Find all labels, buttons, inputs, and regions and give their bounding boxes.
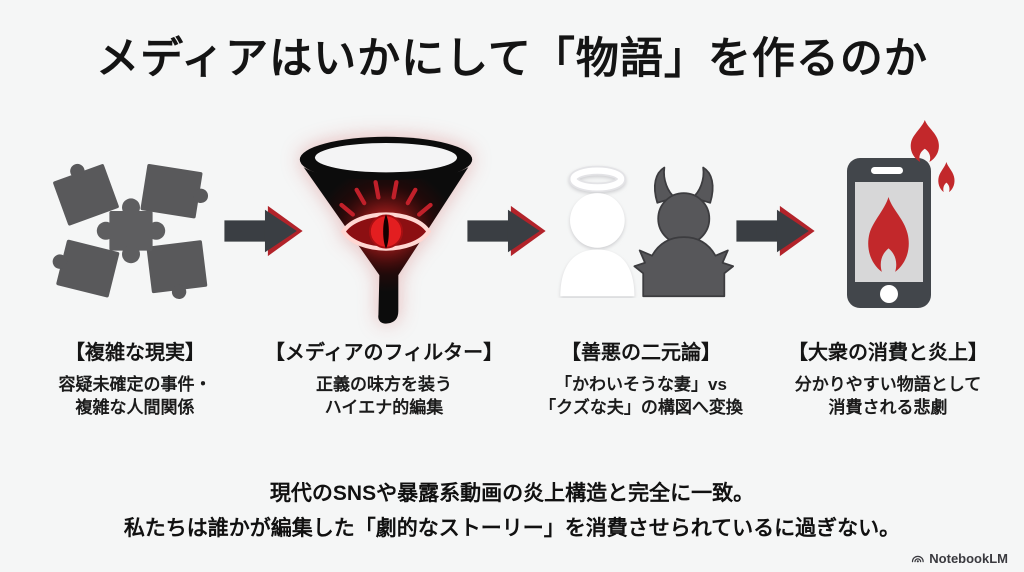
step-heading: 【大衆の消費と炎上】 <box>788 342 988 364</box>
step-desc-line: 容疑未確定の事件・ <box>58 375 212 394</box>
step-heading: 【メディアのフィルター】 <box>264 342 504 364</box>
arrow-right-icon <box>224 203 304 259</box>
step-heading: 【善悪の二元論】 <box>561 342 721 364</box>
step-heading: 【複雑な現実】 <box>65 342 205 364</box>
conclusion-text: 現代のSNSや暴露系動画の炎上構造と完全に一致。 私たちは誰かが編集した「劇的な… <box>0 477 1024 542</box>
step-label-mass-consumption: 【大衆の消費と炎上】 分かりやすい物語として 消費される悲劇 <box>772 336 1004 419</box>
step-desc-line: 消費される悲劇 <box>828 397 948 417</box>
phone-flames-icon <box>835 118 965 310</box>
arrow-right-icon <box>736 203 816 259</box>
notebooklm-logo-icon <box>910 551 925 566</box>
brand-label: NotebookLM <box>929 551 1008 566</box>
step-desc-line: ハイエナ的編集 <box>324 397 444 417</box>
step-label-media-filter: 【メディアのフィルター】 正義の味方を装う ハイエナ的編集 <box>248 336 520 419</box>
step-desc-line: 「クズな夫」の構図へ変換 <box>539 397 743 417</box>
funnel-eye-icon <box>296 134 476 330</box>
arrow-right-icon <box>467 203 547 259</box>
step-desc-line: 「かわいそうな妻」vs <box>555 375 727 394</box>
conclusion-line-1: 現代のSNSや暴露系動画の炎上構造と完全に一致。 <box>269 482 755 505</box>
step-desc-line: 複雑な人間関係 <box>75 397 195 417</box>
conclusion-line-2: 私たちは誰かが編集した「劇的なストーリー」を消費させられているに過ぎない。 <box>123 517 901 540</box>
step-label-good-evil-dualism: 【善悪の二元論】 「かわいそうな妻」vs 「クズな夫」の構図へ変換 <box>518 336 764 419</box>
angel-devil-icon <box>546 164 736 298</box>
puzzle-pieces-icon <box>50 155 212 303</box>
page-title: メディアはいかにして「物語」を作るのか <box>96 34 928 84</box>
footer-brand: NotebookLM <box>910 551 1008 566</box>
step-desc-line: 分かりやすい物語として <box>794 375 982 394</box>
step-desc-line: 正義の味方を装う <box>316 375 452 394</box>
step-label-complex-reality: 【複雑な現実】 容疑未確定の事件・ 複雑な人間関係 <box>20 336 250 419</box>
